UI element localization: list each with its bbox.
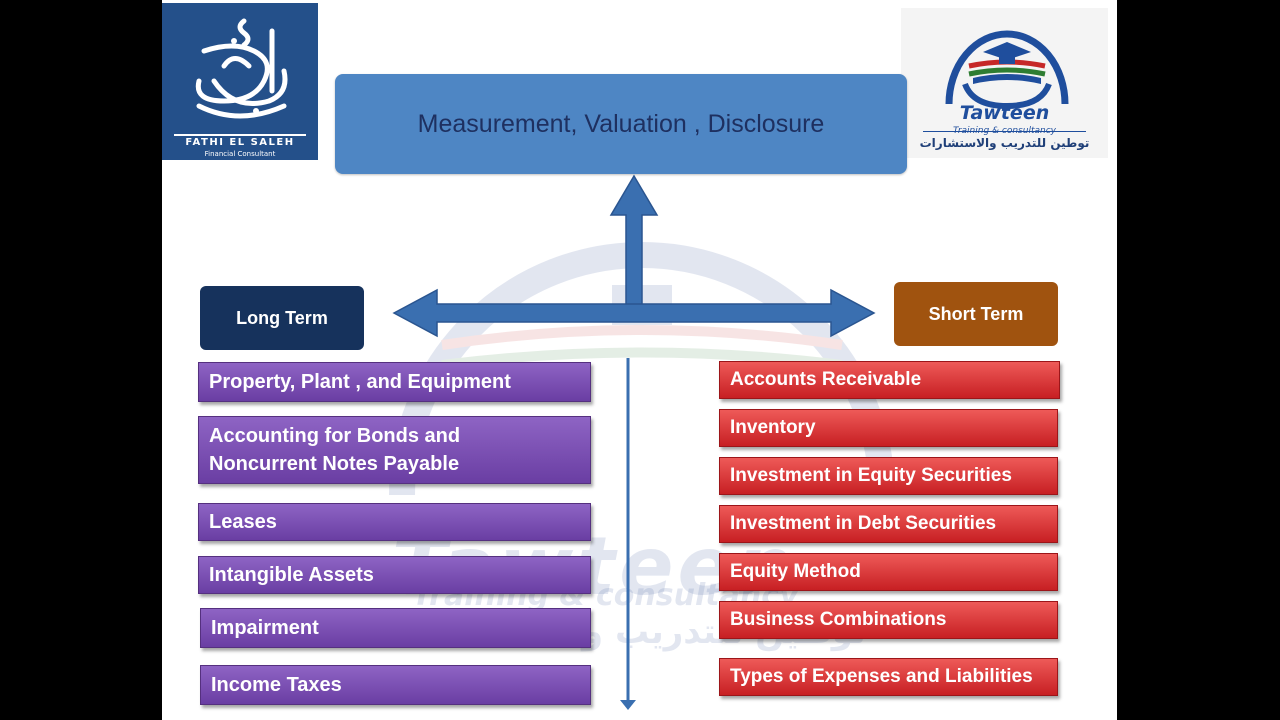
short-term-item-expenses-liabilities: Types of Expenses and Liabilities (719, 658, 1058, 696)
down-arrow-icon (620, 700, 636, 710)
short-term-item-inventory: Inventory (719, 409, 1058, 447)
long-term-item-ppe: Property, Plant , and Equipment (198, 362, 591, 402)
long-term-item-impairment: Impairment (200, 608, 591, 648)
short-term-header: Short Term (894, 282, 1058, 346)
slide: Tawteen Training & consultancy توطين للت… (162, 0, 1117, 720)
tawteen-arabic: توطين للتدريب والاستشارات (919, 136, 1090, 150)
main-title-box: Measurement, Valuation , Disclosure (335, 74, 907, 174)
short-term-item-business-combinations: Business Combinations (719, 601, 1058, 639)
tawteen-tagline: Training & consultancy (953, 126, 1056, 136)
calligraphy-icon (195, 18, 288, 119)
logo-name: FATHI EL SALEH (185, 137, 295, 148)
graduation-cap-emblem-icon (945, 30, 1069, 110)
long-term-item-intangible: Intangible Assets (198, 556, 591, 594)
long-term-item-bonds: Accounting for Bonds and Noncurrent Note… (198, 416, 591, 484)
long-term-item-leases: Leases (198, 503, 591, 541)
logo-subtitle: Financial Consultant (204, 150, 276, 158)
arrow-diagram (392, 174, 876, 710)
short-term-item-equity-method: Equity Method (719, 553, 1058, 591)
short-term-item-receivables: Accounts Receivable (719, 361, 1060, 399)
left-right-arrow-icon (392, 288, 876, 338)
up-arrow-icon (609, 174, 659, 309)
short-term-item-equity-securities: Investment in Equity Securities (719, 457, 1058, 495)
tawteen-logo: Tawteen Training & consultancy توطين للت… (901, 8, 1108, 158)
fathi-el-saleh-logo: FATHI EL SALEH Financial Consultant (162, 3, 318, 160)
long-term-item-income-taxes: Income Taxes (200, 665, 591, 705)
long-term-header: Long Term (200, 286, 364, 350)
short-term-item-debt-securities: Investment in Debt Securities (719, 505, 1058, 543)
tawteen-brand: Tawteen (959, 102, 1050, 124)
